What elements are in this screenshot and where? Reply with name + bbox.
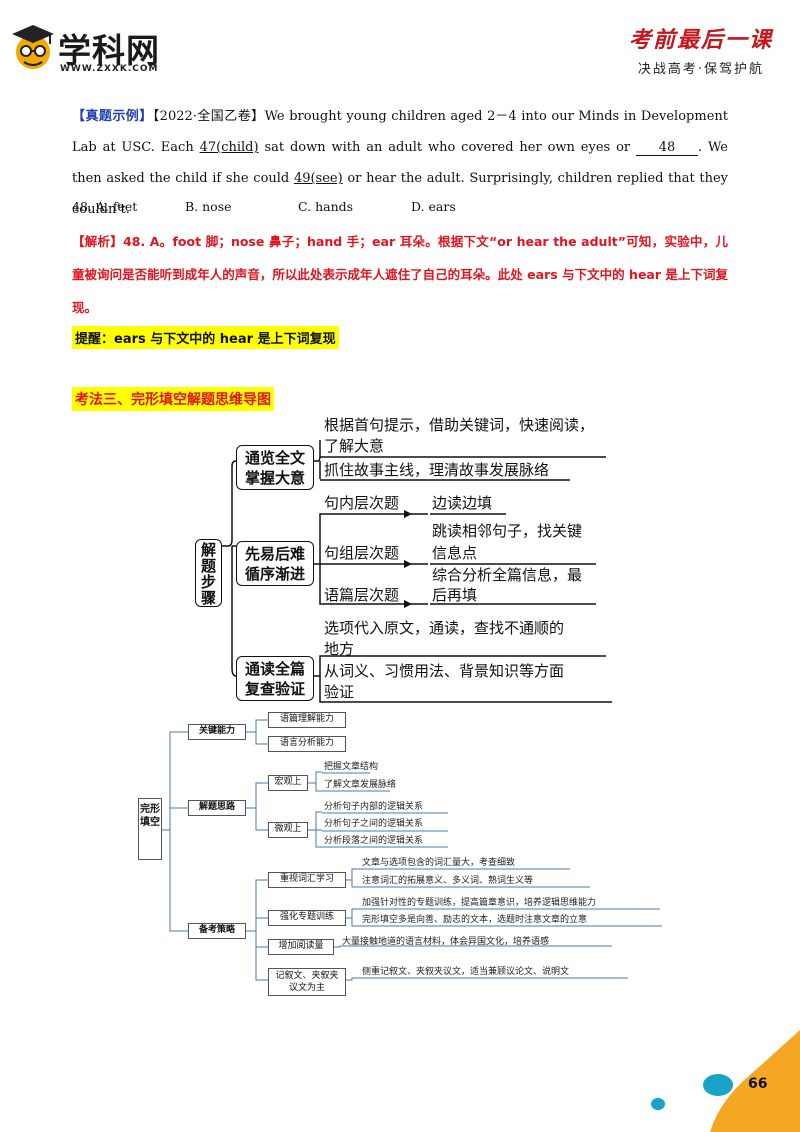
- map2-key-2-b1: 分析句子内部的逻辑关系: [324, 802, 424, 812]
- example-source: 【2022·全国乙卷】: [152, 109, 265, 124]
- map2-key-3-c1: 大量接触地道的语言材料，体会异国文化，培养语感: [342, 937, 550, 947]
- brand-subtitle: 决战高考·保驾护航: [637, 62, 765, 77]
- analysis-tag: 【解析】: [72, 234, 124, 249]
- map2-key-1-b: 语言分析能力: [268, 736, 346, 752]
- logo: 学科网 WWW.ZXXK.COM: [10, 22, 200, 82]
- map1-b3-line1: 选项代入原文，通读，查找不通顺的: [324, 619, 565, 637]
- section-title: 考法三、完形填空解题思维导图: [72, 387, 274, 411]
- option-d: D. ears: [411, 199, 456, 214]
- map2-key-3-b: 强化专题训练: [268, 910, 346, 926]
- map2-key-3-a: 重视词汇学习: [268, 872, 346, 888]
- map2-key-2-a: 宏观上: [268, 775, 308, 791]
- blank-48: 48: [635, 140, 698, 156]
- example-text-4: or hear the adult. Surprisingly, childre…: [72, 171, 729, 217]
- map2-key-1: 关键能力: [188, 724, 246, 740]
- option-a: 48. A. feet: [72, 199, 138, 214]
- map1-b2-sub3-result-1: 综合分析全篇信息，最: [432, 566, 583, 584]
- map2-key-1-a: 语篇理解能力: [268, 712, 346, 728]
- map2-root: 完形填空: [138, 798, 162, 860]
- map1-b1-line3: 抓住故事主线，理清故事发展脉络: [324, 461, 550, 479]
- map1-root: 解题步骤: [195, 539, 222, 607]
- logo-text: 学科网: [58, 31, 160, 70]
- map2-key-3-c: 增加阅读量: [268, 939, 334, 955]
- map2-key-2-a1: 把握文章结构: [324, 762, 379, 772]
- blank-49: 49(see): [293, 171, 343, 186]
- map1-b2-sub2-result-1: 跳读相邻句子，找关键: [432, 522, 583, 540]
- map1-branch-3: 通读全篇复查验证: [236, 656, 314, 701]
- map1-b1-line2: 了解大意: [324, 437, 385, 455]
- map2-key-2-b3: 分析段落之间的逻辑关系: [324, 836, 424, 846]
- map1-b2-sub1: 句内层次题: [324, 494, 400, 512]
- analysis-text: 48. A。foot 脚；nose 鼻子；hand 手；ear 耳朵。根据下文“…: [72, 234, 728, 315]
- map1-b2-sub2: 句组层次题: [324, 544, 400, 562]
- decorative-dot-small: [651, 1098, 665, 1110]
- map2-key-3-a2: 注意词汇的拓展意义、多义词、熟词生义等: [362, 876, 534, 886]
- map2-key-2-b2: 分析句子之间的逻辑关系: [324, 819, 424, 829]
- map2-key-3: 备考策略: [188, 923, 246, 939]
- page-number: 66: [748, 1076, 768, 1092]
- map2-key-3-a1: 文章与选项包含的词汇量大，考查细致: [362, 858, 516, 868]
- brand: 考前最后一课 决战高考·保驾护航: [616, 22, 786, 77]
- example-paragraph: 【真题示例】【2022·全国乙卷】We brought young childr…: [72, 101, 728, 225]
- tip-highlight: 提醒：ears 与下文中的 hear 是上下词复现: [72, 326, 339, 349]
- graduation-cap-icon: [12, 25, 54, 69]
- map1-branch-2: 先易后难循序渐进: [236, 541, 314, 586]
- logo-url: WWW.ZXXK.COM: [60, 64, 159, 74]
- map2-key-3-b2: 完形填空多是向善、励志的文本，选题时注意文章的立意: [362, 915, 588, 925]
- example-text-2: sat down with an adult who covered her o…: [258, 140, 636, 155]
- example-tag: 【真题示例】: [72, 109, 153, 124]
- map1-b2-sub1-result: 边读边填: [432, 494, 493, 512]
- example-text-3: . We then asked the child if she could: [72, 140, 728, 186]
- map1-b1-line1: 根据首句提示，借助关键词，快速阅读，: [324, 416, 595, 434]
- blank-47: 47(child): [199, 140, 259, 155]
- map2-key-2-a2: 了解文章发展脉络: [324, 780, 397, 790]
- map1-b3-line3: 从词义、习惯用法、背景知识等方面: [324, 662, 565, 680]
- map1-b3-line2: 地方: [324, 640, 355, 658]
- option-b: B. nose: [185, 199, 232, 214]
- example-text-1: We brought young children aged 2－4 into …: [72, 109, 728, 155]
- map1-b2-sub3: 语篇层次题: [324, 586, 400, 604]
- brand-title: 考前最后一课: [628, 27, 773, 53]
- map1-b2-sub2-result-2: 信息点: [432, 544, 478, 562]
- decorative-corner-shape: [710, 1030, 800, 1132]
- map2-key-2: 解题思路: [188, 800, 246, 816]
- analysis-paragraph: 【解析】48. A。foot 脚；nose 鼻子；hand 手；ear 耳朵。根…: [72, 226, 728, 325]
- map1-branch-1: 通览全文掌握大意: [236, 445, 314, 490]
- map2-key-3-d: 记叙文、夹叙夹议文为主: [268, 968, 346, 996]
- map2-key-2-b: 微观上: [268, 822, 308, 838]
- map2-key-3-b1: 加强针对性的专题训练，提高篇章意识，培养逻辑思维能力: [362, 898, 597, 908]
- map2-key-3-d1: 侧重记叙文、夹叙夹议文，适当兼顾议论文、说明文: [362, 967, 570, 977]
- option-c: C. hands: [298, 199, 354, 214]
- map1-b3-line4: 验证: [324, 683, 355, 701]
- decorative-dot-large: [703, 1074, 733, 1096]
- map1-b2-sub3-result-2: 后再填: [432, 586, 478, 604]
